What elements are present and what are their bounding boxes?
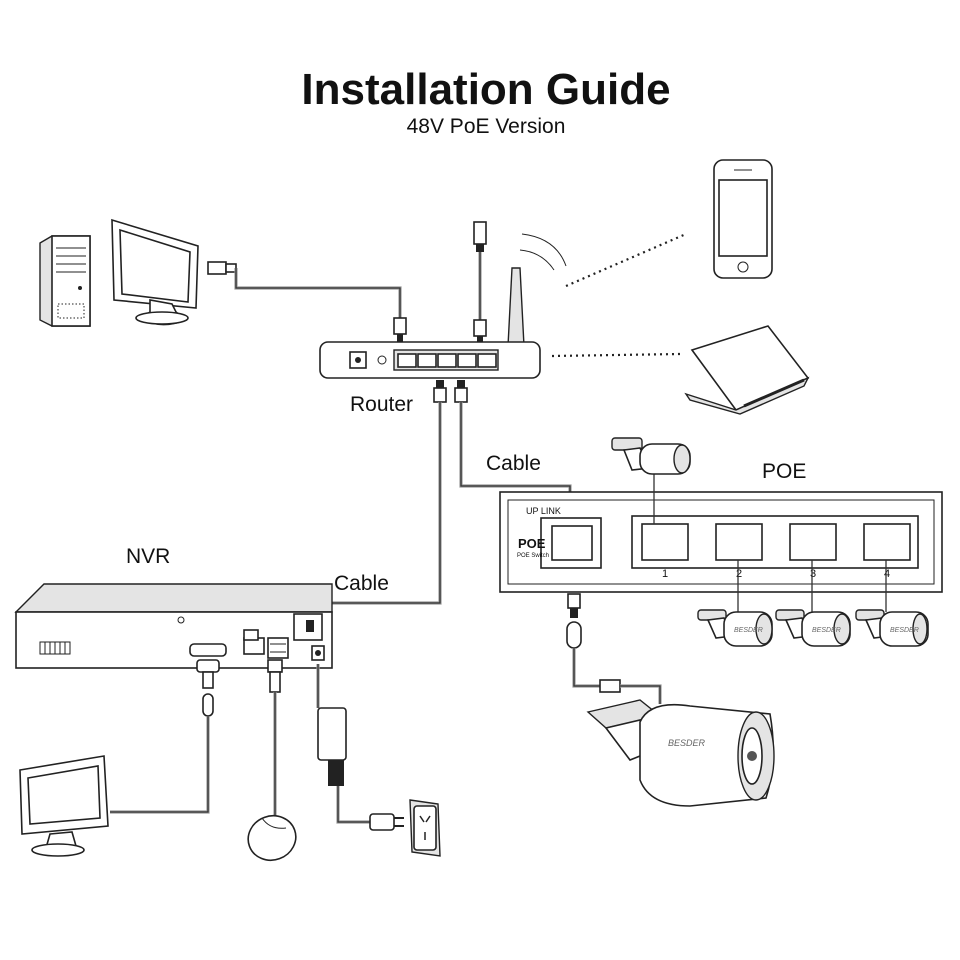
large-camera-cable bbox=[566, 593, 662, 704]
nvr-lan-plug bbox=[243, 629, 259, 641]
laptop-icon bbox=[684, 325, 810, 415]
wifi-link-laptop bbox=[551, 352, 681, 358]
pc-tower-icon bbox=[39, 235, 91, 327]
camera-port-4-icon: BESDER bbox=[855, 609, 929, 647]
large-camera-icon: BESDER bbox=[586, 699, 775, 807]
large-camera-brand: BESDER bbox=[668, 738, 706, 748]
smartphone-icon bbox=[713, 159, 773, 279]
power-outlet-icon bbox=[409, 799, 441, 857]
router-icon bbox=[319, 233, 567, 379]
poe-port-3-label: 3 bbox=[810, 568, 816, 580]
cable-label-router-nvr: Cable bbox=[334, 572, 389, 595]
nvr-label: NVR bbox=[126, 545, 170, 568]
uplink-label: UP LINK bbox=[526, 506, 561, 516]
poe-label: POE bbox=[762, 460, 806, 483]
poe-badge-sub: POE Switch bbox=[517, 553, 549, 559]
nvr-mouse-cable bbox=[267, 659, 283, 816]
poe-port-2-label: 2 bbox=[736, 568, 742, 580]
wifi-link-phone bbox=[565, 232, 687, 288]
nvr-monitor-cable bbox=[110, 659, 220, 814]
camera-2-brand: BESDER bbox=[734, 627, 763, 634]
page-title: Installation Guide bbox=[301, 65, 670, 114]
mouse-icon bbox=[247, 814, 297, 862]
nvr-icon bbox=[14, 583, 333, 669]
router-label: Router bbox=[350, 393, 413, 416]
camera-top-icon bbox=[611, 437, 691, 475]
camera-3-brand: BESDER bbox=[812, 627, 841, 634]
pc-monitor-icon bbox=[111, 218, 199, 326]
poe-switch-icon bbox=[499, 491, 943, 593]
pc-router-cable bbox=[207, 261, 407, 342]
page-subtitle: 48V PoE Version bbox=[407, 115, 566, 138]
camera-port-3-icon: BESDER bbox=[775, 609, 851, 647]
camera-port-2-icon: BESDER bbox=[697, 609, 773, 647]
poe-port-4-label: 4 bbox=[884, 568, 890, 580]
monitor-icon bbox=[19, 755, 109, 857]
nvr-power-cable bbox=[316, 664, 404, 831]
router-top-cable bbox=[473, 221, 487, 344]
poe-badge: POE bbox=[518, 536, 546, 551]
cable-label-router-poe: Cable bbox=[486, 452, 541, 475]
camera-4-brand: BESDER bbox=[890, 627, 919, 634]
poe-port-1-label: 1 bbox=[662, 568, 668, 580]
